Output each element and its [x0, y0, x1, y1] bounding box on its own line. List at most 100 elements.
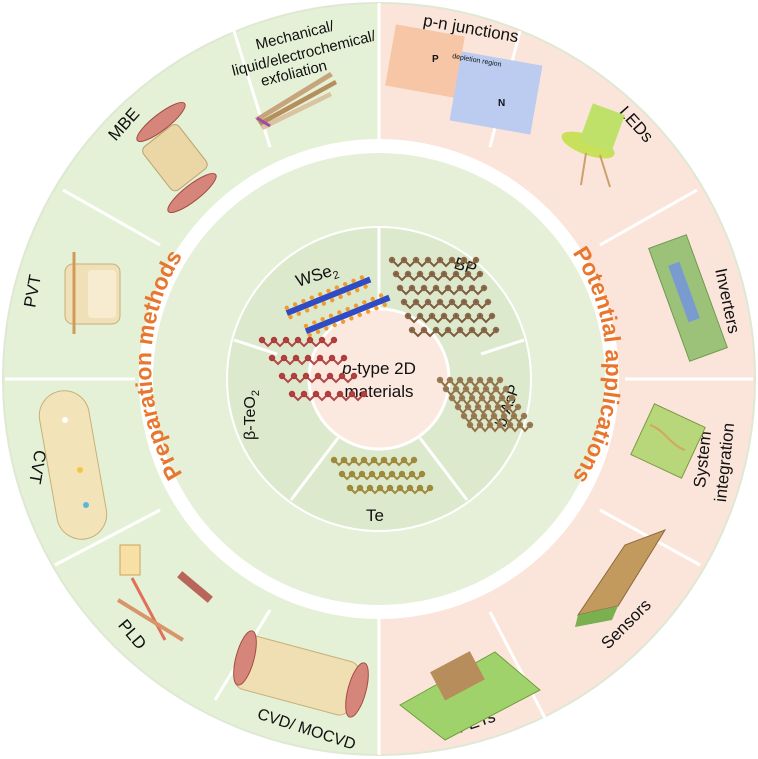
structure-atom [510, 412, 518, 420]
structure-atom [448, 298, 456, 306]
structure-atom [416, 312, 424, 320]
structure-atom [420, 326, 428, 334]
structure-atom [476, 312, 484, 320]
wse2-atom [346, 291, 352, 296]
structure-atom [370, 456, 378, 464]
structure-atom [404, 270, 412, 278]
material-teo2-label: β-TeO2 [242, 390, 262, 440]
structure-atom [288, 390, 296, 398]
structure-atom [404, 312, 412, 320]
structure-atom [432, 326, 440, 334]
structure-atom [458, 394, 466, 402]
structure-atom [470, 412, 478, 420]
structure-atom [520, 412, 528, 420]
mbe-chamber-icon [136, 101, 217, 214]
wse2-atom [337, 310, 342, 315]
wse2-atom [353, 303, 359, 308]
exfoliation-icon [255, 72, 337, 130]
structure-atom [498, 394, 506, 402]
wse2-atom [292, 302, 298, 307]
structure-atom [312, 390, 320, 398]
structure-atom [386, 484, 394, 492]
structure-atom [490, 412, 498, 420]
structure-atom [504, 403, 512, 411]
wse2-atom [349, 316, 354, 321]
structure-atom [440, 270, 448, 278]
structure-atom [460, 298, 468, 306]
structure-atom [348, 390, 356, 398]
fet-device-icon [399, 651, 541, 741]
wse2-atom [378, 293, 384, 298]
wse2-atom [313, 304, 318, 310]
structure-atom [316, 354, 324, 362]
structure-atom [472, 298, 480, 306]
structure-atom [444, 284, 452, 292]
structure-atom [424, 298, 432, 306]
structure-atom [376, 484, 384, 492]
structure-atom [420, 284, 428, 292]
structure-atom [424, 256, 432, 264]
wse2-atom [324, 326, 329, 331]
structure-atom [436, 298, 444, 306]
structure-atom [400, 456, 408, 464]
structure-atom [484, 298, 492, 306]
structure-atom [396, 484, 404, 492]
wse2-atom [304, 308, 310, 313]
wse2-atom [332, 322, 337, 328]
structure-atom [432, 284, 440, 292]
structure-atom [516, 421, 524, 429]
structure-atom [408, 326, 416, 334]
structure-atom [270, 336, 278, 344]
wse2-atom [340, 319, 346, 324]
wse2-atom [345, 306, 350, 312]
cvd-furnace-icon [233, 630, 369, 718]
structure-atom [494, 403, 502, 411]
structure-atom [346, 484, 354, 492]
structure-atom [474, 403, 482, 411]
structure-atom [426, 484, 434, 492]
structure-atom [460, 412, 468, 420]
wse2-atom [334, 285, 340, 290]
structure-atom [338, 470, 346, 478]
structure-atom [448, 256, 456, 264]
structure-atom [410, 456, 418, 464]
pn-n-label: N [498, 98, 505, 109]
structure-atom [444, 326, 452, 334]
structure-atom [380, 456, 388, 464]
wse2-atom [296, 311, 302, 316]
wse2-atom [303, 323, 309, 329]
structure-atom [492, 326, 500, 334]
structure-atom [408, 284, 416, 292]
sensor-icon [575, 529, 667, 627]
structure-atom [452, 312, 460, 320]
wse2-atom [338, 294, 343, 300]
structure-atom [388, 470, 396, 478]
wse2-atom [301, 298, 306, 304]
structure-atom [336, 390, 344, 398]
pn-junction-icon: P N depletion region [385, 24, 543, 135]
wse2-atom [326, 288, 331, 294]
wse2-structure-icon [284, 275, 391, 338]
structure-atom [464, 403, 472, 411]
structure-atom [350, 456, 358, 464]
structure-atom [360, 390, 368, 398]
structure-atom [326, 372, 334, 380]
structure-atom [466, 376, 474, 384]
structure-atom [476, 376, 484, 384]
structure-atom [416, 270, 424, 278]
wse2-atom [382, 302, 387, 308]
structure-atom [392, 270, 400, 278]
structure-atom [294, 336, 302, 344]
material-te-label: Te [366, 506, 384, 525]
structure-atom [468, 326, 476, 334]
structure-atom [462, 385, 470, 393]
structure-atom [480, 326, 488, 334]
wse2-atom [312, 320, 317, 325]
wse2-atom [370, 296, 375, 302]
structure-atom [476, 421, 484, 429]
structure-atom [464, 270, 472, 278]
wse2-atom [362, 300, 367, 305]
center-title-line1: p-type 2D [341, 359, 416, 378]
pn-p-label: P [432, 54, 439, 65]
